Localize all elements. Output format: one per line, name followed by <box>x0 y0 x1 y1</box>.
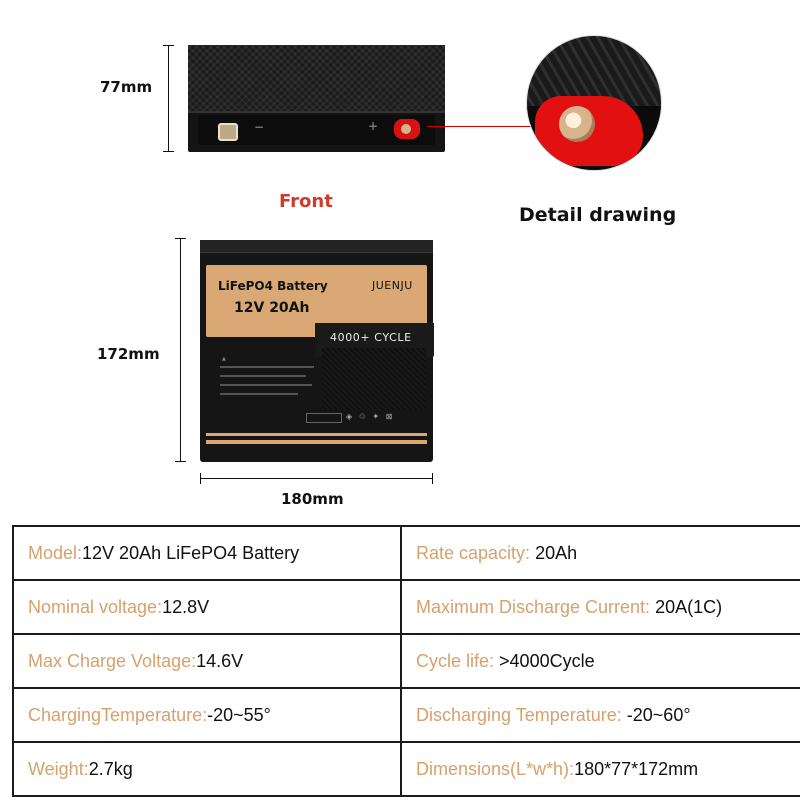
negative-terminal <box>218 123 238 141</box>
battery-front-image: − + <box>188 45 445 152</box>
battery-lid-texture <box>188 45 445 113</box>
spec-value: 12V 20Ah LiFePO4 Battery <box>82 542 300 563</box>
battery-top-rim <box>200 240 433 253</box>
spec-key: Dimensions(L*w*h): <box>416 758 575 779</box>
warning-icon: ▲ <box>222 356 226 362</box>
front-height-label: 77mm <box>100 78 153 96</box>
warning-line <box>220 393 298 395</box>
spec-value: 180*77*172mm <box>574 758 699 779</box>
spec-key: Max Charge Voltage: <box>28 650 197 671</box>
spec-row: ChargingTemperature:-20~55°Discharging T… <box>12 687 800 743</box>
spec-value: 14.6V <box>196 650 244 671</box>
spec-cell: Rate capacity: 20Ah <box>400 525 800 581</box>
positive-terminal <box>394 119 420 139</box>
spec-value: -20~55° <box>207 704 271 725</box>
spec-key: ChargingTemperature: <box>28 704 208 725</box>
battery-cycle-text: 4000+ CYCLE <box>330 331 412 344</box>
warning-line <box>220 384 312 386</box>
main-width-cap-left <box>200 473 201 484</box>
plus-symbol: + <box>368 119 379 133</box>
spec-key: Rate capacity: <box>416 542 536 563</box>
warning-text-block: ▲ <box>214 356 319 410</box>
spec-value: 20Ah <box>535 542 578 563</box>
front-height-cap-bottom <box>163 151 174 152</box>
main-width-label: 180mm <box>281 490 344 508</box>
main-width-cap-right <box>432 473 433 484</box>
battery-main-image: LiFePO4 Battery JUENJU 12V 20Ah 4000+ CY… <box>200 240 434 462</box>
front-caption: Front <box>279 191 333 212</box>
battery-gold-stripe <box>206 440 427 444</box>
spec-cell: Maximum Discharge Current: 20A(1C) <box>400 579 800 635</box>
detail-terminal-bolt <box>559 106 595 142</box>
spec-value: 20A(1C) <box>655 596 723 617</box>
spec-cell: Max Charge Voltage:14.6V <box>12 633 402 689</box>
front-height-cap-top <box>163 45 174 46</box>
made-in-badge <box>306 413 342 423</box>
battery-spec-text: 12V 20Ah <box>234 300 310 316</box>
main-height-cap-bottom <box>175 461 186 462</box>
spec-key: Discharging Temperature: <box>416 704 627 725</box>
certification-icons: ◈ ♲ ✦ ⊠ <box>346 412 395 421</box>
spec-cell: Cycle life: >4000Cycle <box>400 633 800 689</box>
warning-line <box>220 375 306 377</box>
spec-value: 2.7kg <box>88 758 133 779</box>
spec-value: 12.8V <box>162 596 210 617</box>
main-height-dimension-line <box>180 238 181 462</box>
front-height-dimension-line <box>168 45 169 152</box>
spec-cell: Nominal voltage:12.8V <box>12 579 402 635</box>
battery-texture-panel <box>322 348 426 410</box>
spec-key: Maximum Discharge Current: <box>416 596 656 617</box>
terminal-detail-image <box>526 35 662 171</box>
spec-cell: Discharging Temperature: -20~60° <box>400 687 800 743</box>
spec-cell: Weight:2.7kg <box>12 741 402 797</box>
warning-line <box>220 366 314 368</box>
main-height-label: 172mm <box>97 345 160 363</box>
main-width-dimension-line <box>200 478 433 479</box>
battery-brand-text: JUENJU <box>372 279 413 292</box>
detail-connector-line <box>427 126 535 127</box>
spec-key: Model: <box>28 542 83 563</box>
battery-type-text: LiFePO4 Battery <box>218 279 328 293</box>
spec-key: Weight: <box>28 758 89 779</box>
spec-key: Nominal voltage: <box>28 596 163 617</box>
minus-symbol: − <box>254 120 265 134</box>
battery-gold-stripe <box>206 433 427 436</box>
spec-cell: ChargingTemperature:-20~55° <box>12 687 402 743</box>
detail-caption: Detail drawing <box>519 204 677 226</box>
spec-value: -20~60° <box>626 704 691 725</box>
battery-label-panel: LiFePO4 Battery JUENJU 12V 20Ah 4000+ CY… <box>206 265 434 357</box>
spec-key: Cycle life: <box>416 650 500 671</box>
main-height-cap-top <box>175 238 186 239</box>
spec-cell: Model:12V 20Ah LiFePO4 Battery <box>12 525 402 581</box>
spec-value: >4000Cycle <box>499 650 595 671</box>
spec-cell: Dimensions(L*w*h):180*77*172mm <box>400 741 800 797</box>
